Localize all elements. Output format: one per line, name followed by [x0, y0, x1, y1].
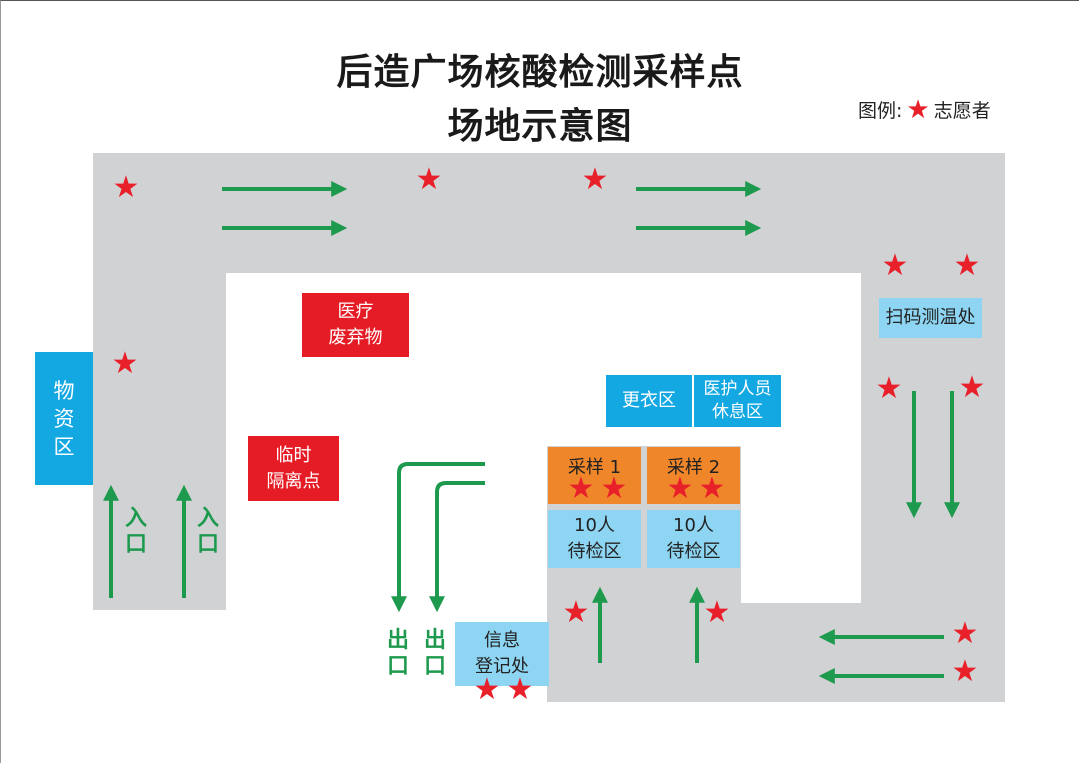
volunteer-star-icon: ★ [951, 616, 979, 651]
zone-temp-isolation-label: 临时 隔离点 [266, 444, 321, 492]
volunteer-star-icon: ★ [112, 170, 140, 205]
volunteer-star-icon: ★ [698, 471, 726, 506]
zone-temp-isolation: 临时 隔离点 [248, 436, 339, 501]
volunteer-star-icon: ★ [415, 162, 443, 197]
volunteer-star-icon: ★ [111, 346, 139, 381]
legend-label: 图例: [858, 100, 903, 122]
zone-scan-temp-label: 扫码测温处 [885, 307, 976, 328]
road-left [93, 153, 226, 610]
legend-meaning: 志愿者 [933, 100, 991, 122]
arrow-exit-2 [429, 481, 485, 613]
volunteer-star-icon: ★ [567, 471, 595, 506]
arrow-exit-1 [391, 462, 485, 613]
title-line-2: 场地示意图 [447, 105, 633, 147]
zone-staff-rest-label: 医护人员 休息区 [703, 379, 772, 422]
volunteer-star-icon: ★ [951, 654, 979, 689]
zone-changing-room-label: 更衣区 [622, 390, 676, 411]
volunteer-star-icon: ★ [881, 248, 909, 283]
volunteer-star-icon: ★ [506, 672, 534, 707]
volunteer-star-icon: ★ [875, 371, 903, 406]
title-line-1: 后造广场核酸检测采样点 [336, 51, 744, 93]
volunteer-star-icon: ★ [953, 248, 981, 283]
zone-sampling-1: 采样 1 [548, 447, 641, 504]
zone-sampling-2-label: 采样 2 [666, 457, 721, 478]
zone-staff-rest: 医护人员 休息区 [694, 375, 781, 427]
volunteer-star-icon: ★ [581, 162, 609, 197]
exit-label-1: 出口 [386, 628, 409, 679]
entrance-label-1: 入口 [124, 506, 147, 557]
zone-sampling-2: 采样 2 [647, 447, 740, 504]
star-icon: ★ [906, 94, 930, 125]
zone-changing-room: 更衣区 [606, 375, 692, 427]
entrance-label-2: 入口 [196, 506, 219, 557]
road-bottom [740, 603, 1005, 702]
zone-info-registration: 信息 登记处 [455, 622, 549, 686]
volunteer-star-icon: ★ [562, 595, 590, 630]
zone-scan-temp: 扫码测温处 [879, 298, 982, 338]
road-top [93, 153, 1005, 273]
zone-waiting-2: 10人 待检区 [647, 510, 740, 568]
volunteer-star-icon: ★ [600, 471, 628, 506]
exit-label-2: 出口 [423, 628, 446, 679]
zone-sampling-1-label: 采样 1 [567, 457, 622, 478]
volunteer-star-icon: ★ [703, 595, 731, 630]
zone-supplies: 物资区 [35, 352, 93, 485]
zone-waiting-1: 10人 待检区 [548, 510, 641, 568]
zone-waiting-2-label: 10人 待检区 [666, 515, 721, 562]
zone-waiting-1-label: 10人 待检区 [567, 515, 622, 562]
volunteer-star-icon: ★ [473, 672, 501, 707]
zone-medical-waste: 医疗 废弃物 [302, 293, 409, 357]
zone-info-registration-label: 信息 登记处 [475, 630, 529, 677]
volunteer-star-icon: ★ [666, 471, 694, 506]
zone-supplies-label: 物资区 [53, 378, 75, 459]
volunteer-star-icon: ★ [958, 370, 986, 405]
legend: 图例: ★ 志愿者 [858, 96, 991, 123]
zone-medical-waste-label: 医疗 废弃物 [328, 301, 383, 348]
